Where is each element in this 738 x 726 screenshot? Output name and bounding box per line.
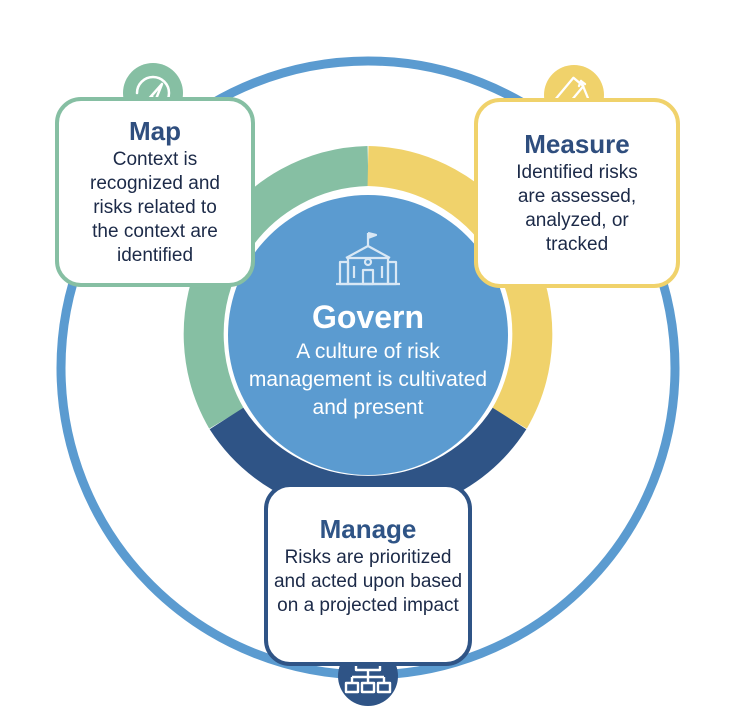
measure-card: Measure Identified risks are assessed, a…	[474, 98, 680, 288]
hierarchy-icon	[344, 657, 392, 694]
govern-description: A culture of risk management is cultivat…	[248, 340, 488, 419]
measure-description: Identified risks are assessed, analyzed,…	[516, 162, 638, 255]
manage-card: Manage Risks are prioritized and acted u…	[264, 483, 472, 666]
building-icon	[336, 231, 400, 286]
map-card: Map Context is recognized and risks rela…	[55, 97, 255, 287]
map-description: Context is recognized and risks related …	[90, 149, 220, 266]
map-title: Map	[129, 116, 181, 146]
measure-title: Measure	[524, 129, 630, 159]
manage-description: Risks are prioritized and acted upon bas…	[273, 546, 463, 616]
manage-title: Manage	[319, 513, 417, 544]
govern-circle	[228, 195, 508, 475]
govern-text: Govern A culture of risk management is c…	[234, 298, 502, 422]
govern-title: Govern	[311, 299, 425, 335]
